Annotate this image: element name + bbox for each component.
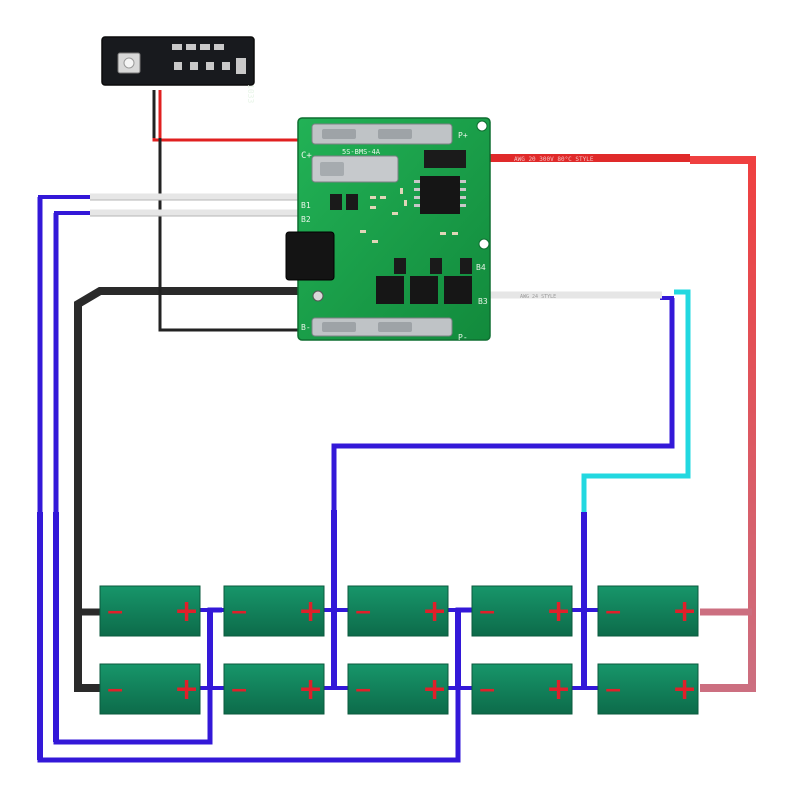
- white-wire-marking: AWG 24 STYLE: [520, 294, 556, 300]
- battery-cell: −+: [471, 585, 573, 637]
- led-pads: [172, 44, 246, 74]
- cell-body: [99, 663, 201, 715]
- cell-body: [597, 663, 699, 715]
- cell-plus-terminal: +: [672, 594, 697, 629]
- ic-chip-1: [420, 176, 460, 214]
- pad-label-b1: B1: [301, 201, 311, 210]
- black-wire-negative: [74, 287, 300, 692]
- battery-cell: −+: [471, 663, 573, 715]
- cell-body: [99, 585, 201, 637]
- pad-label-b4: B4: [476, 263, 486, 272]
- cyan-wire: [581, 289, 691, 515]
- led-indicator-board: 1033: [101, 36, 300, 332]
- cell-minus-terminal: −: [230, 600, 248, 625]
- pad-label-b-minus: B-: [301, 323, 311, 332]
- pcb-silkscreen: 5S-BMS-4A: [342, 148, 381, 156]
- cell-minus-terminal: −: [604, 678, 622, 703]
- led-board-label: 1033: [246, 84, 255, 103]
- ic-chip-2: [424, 150, 466, 168]
- cell-body: [471, 585, 573, 637]
- mosfets: [376, 258, 472, 304]
- battery-cell: −+: [223, 585, 325, 637]
- cell-minus-terminal: −: [604, 600, 622, 625]
- cell-plus-terminal: +: [672, 672, 697, 707]
- cell-plus-terminal: +: [546, 672, 571, 707]
- battery-cell: −+: [597, 585, 699, 637]
- battery-cells: −+−+−+−+−+−+−+−+−+−+: [99, 585, 699, 715]
- pad-label-p-minus: P-: [458, 333, 468, 342]
- red-wire-marking: AWG 20 300V 80°C STYLE: [514, 156, 594, 163]
- dc-jack: [285, 231, 335, 281]
- cell-plus-terminal: +: [298, 594, 323, 629]
- battery-cell: −+: [597, 663, 699, 715]
- pad-label-b2: B2: [301, 215, 311, 224]
- cell-minus-terminal: −: [478, 600, 496, 625]
- bms-board: AWG 24 STYLE AWG 20 300V 80°C STYLE: [90, 117, 690, 342]
- battery-cell: −+: [99, 585, 201, 637]
- led-red-lead: [152, 138, 300, 142]
- smd-components: [360, 188, 458, 243]
- cell-body: [347, 663, 449, 715]
- series-links: [198, 608, 598, 690]
- cell-plus-terminal: +: [546, 594, 571, 629]
- red-wire-positive: [690, 156, 756, 692]
- cell-body: [471, 663, 573, 715]
- battery-cell: −+: [347, 663, 449, 715]
- sot-transistor-2: [346, 194, 358, 210]
- cell-minus-terminal: −: [354, 678, 372, 703]
- cell-plus-terminal: +: [298, 672, 323, 707]
- cell-body: [347, 585, 449, 637]
- cell-minus-terminal: −: [354, 600, 372, 625]
- battery-cell: −+: [223, 663, 325, 715]
- cell-plus-terminal: +: [174, 594, 199, 629]
- cell-body: [223, 585, 325, 637]
- cell-minus-terminal: −: [106, 678, 124, 703]
- battery-cell: −+: [347, 585, 449, 637]
- cell-plus-terminal: +: [422, 594, 447, 629]
- cell-minus-terminal: −: [478, 678, 496, 703]
- pad-label-p-plus: P+: [458, 131, 468, 140]
- cell-body: [223, 663, 325, 715]
- wiring-layer: [37, 156, 756, 763]
- cell-minus-terminal: −: [230, 678, 248, 703]
- led-black-lead: [158, 138, 300, 332]
- cell-plus-terminal: +: [422, 672, 447, 707]
- pad-label-c-plus: C+: [301, 151, 312, 161]
- sot-transistor-1: [330, 194, 342, 210]
- pad-label-b3: B3: [478, 297, 488, 306]
- battery-cell: −+: [99, 663, 201, 715]
- cell-body: [597, 585, 699, 637]
- cell-minus-terminal: −: [106, 600, 124, 625]
- cell-plus-terminal: +: [174, 672, 199, 707]
